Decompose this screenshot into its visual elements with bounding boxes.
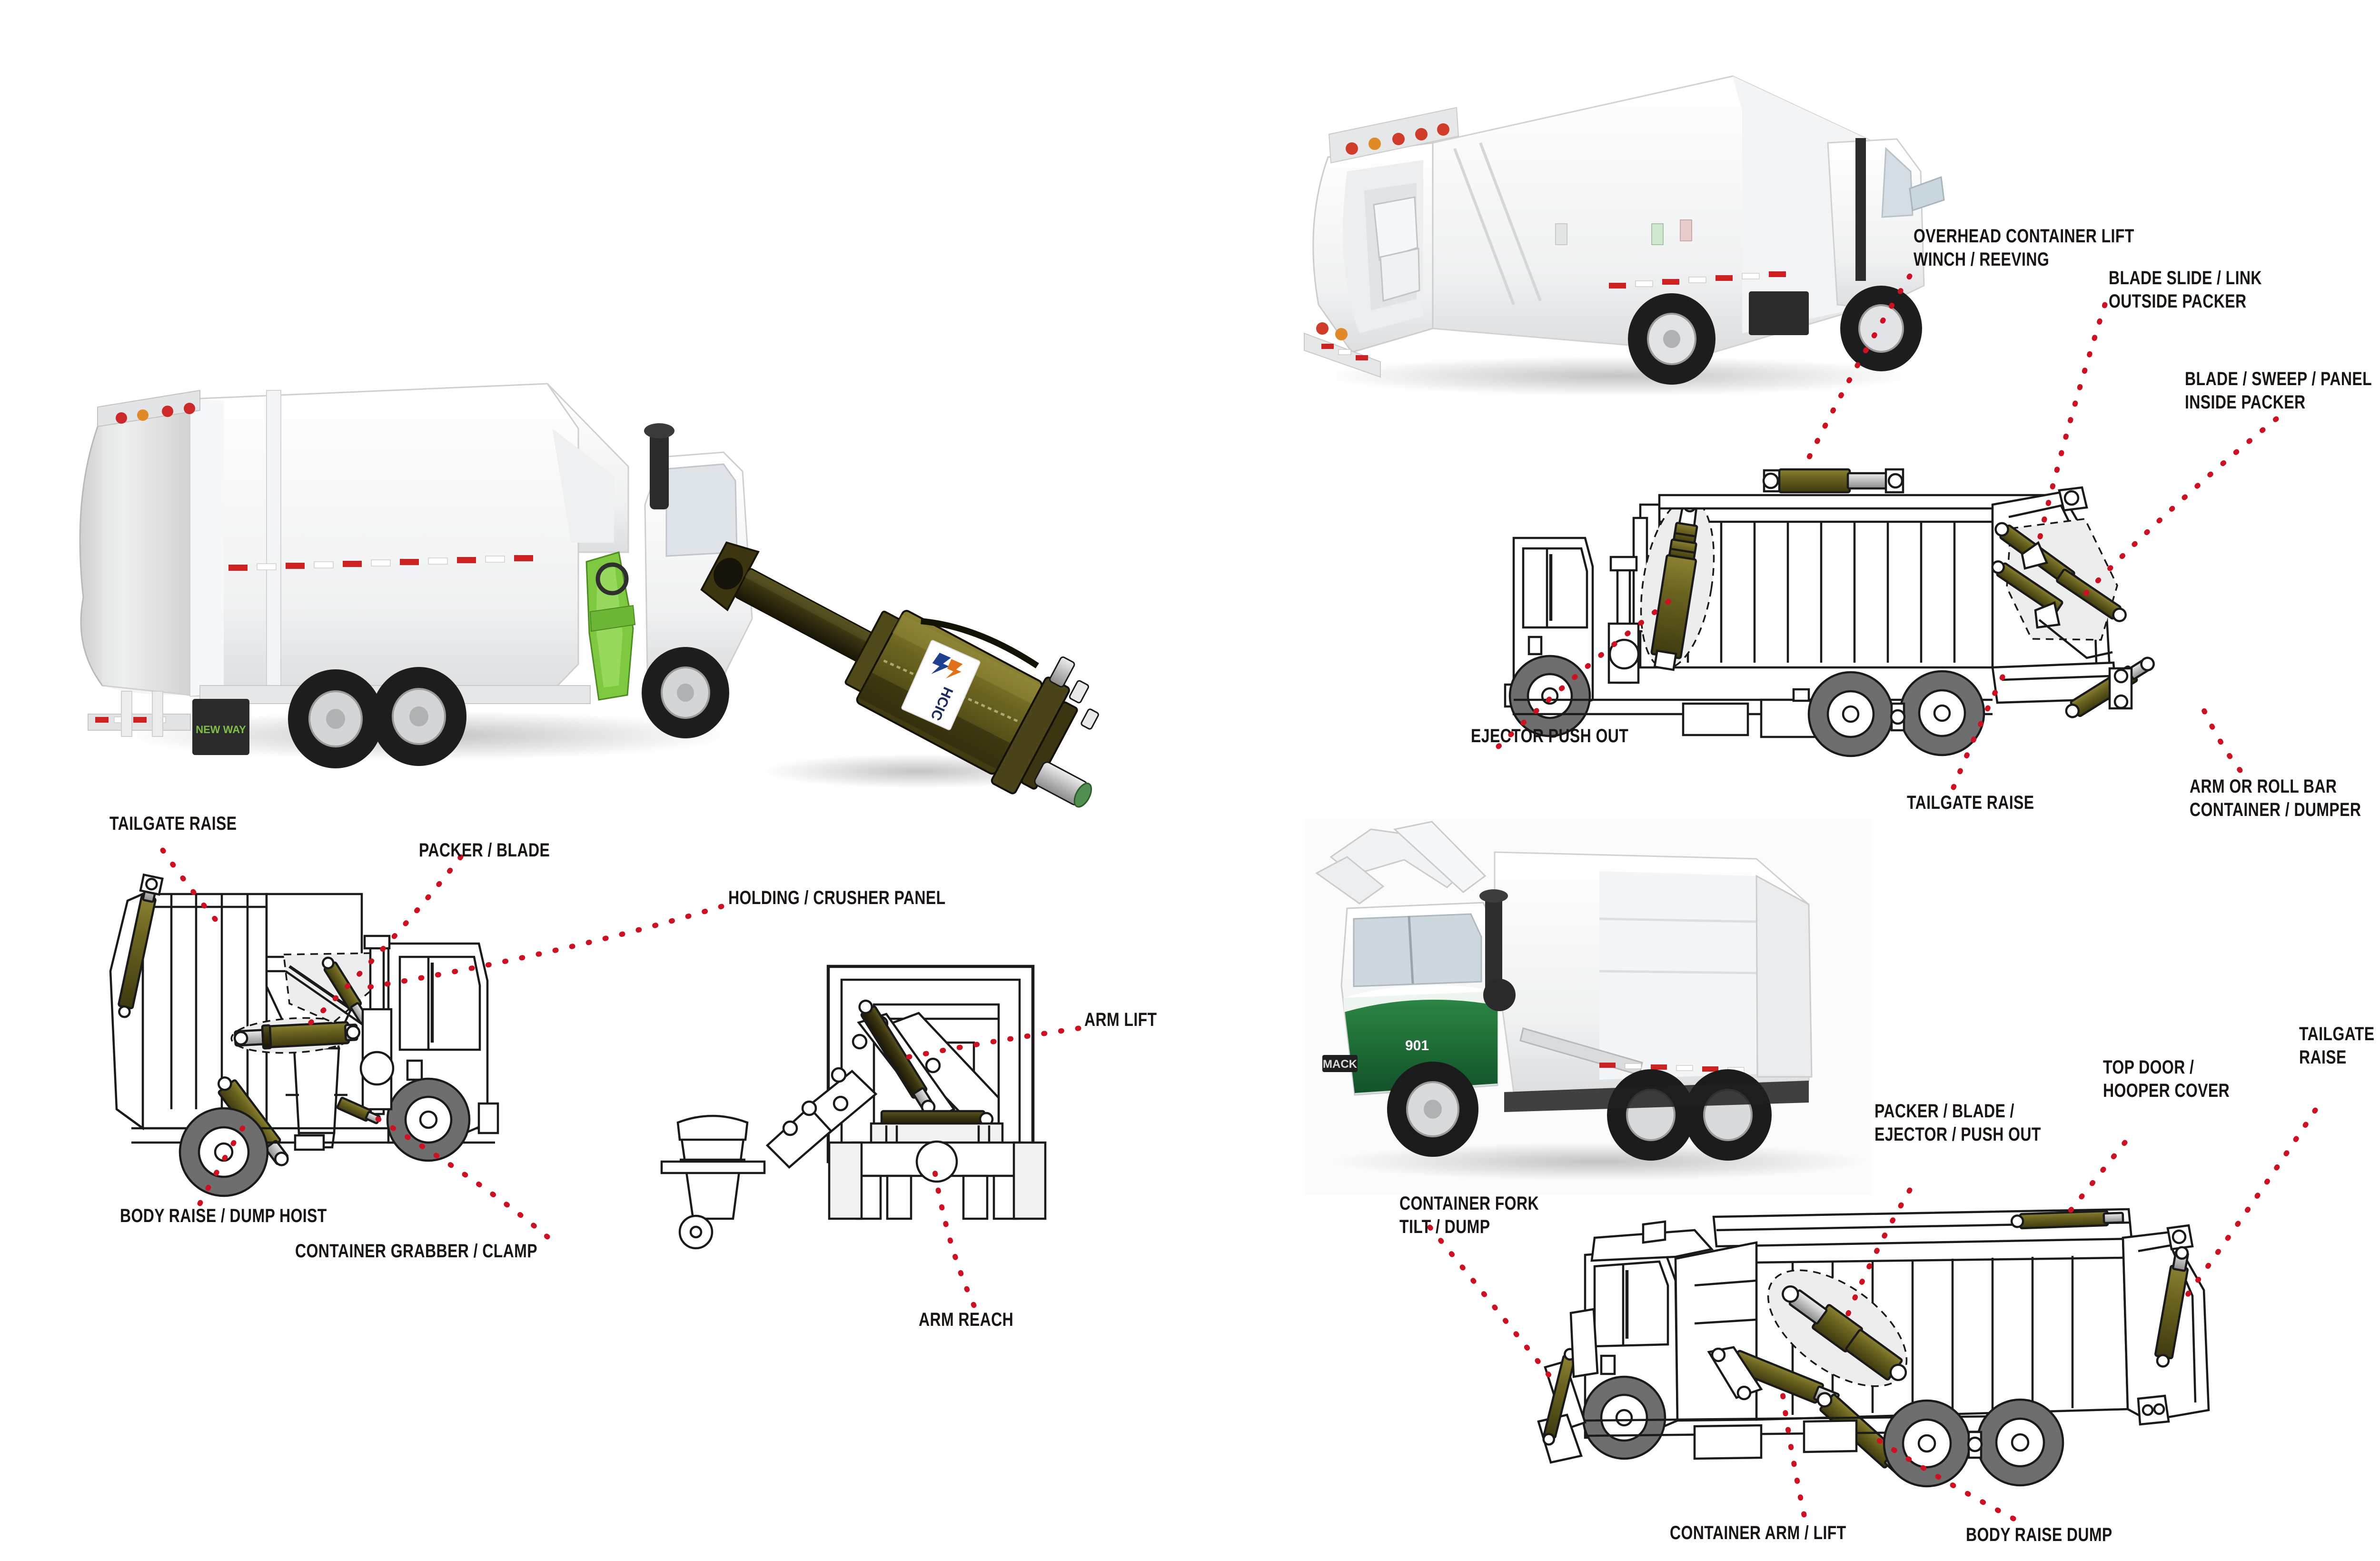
front-loader-diagram-art	[1537, 1208, 2210, 1488]
side-loader-photo-art: NEW WAY	[79, 383, 753, 768]
callout-sl-holding-crusher-panel: HOLDING / CRUSHER PANEL	[728, 887, 946, 908]
callout-rl-overhead-container-lift: OVERHEAD CONTAINER LIFT WINCH / REEVING	[1914, 226, 2134, 270]
arm-lift-assembly	[660, 964, 1047, 1250]
svg-text:901: 901	[1405, 1038, 1429, 1054]
callout-rl-tailgate-raise: TAILGATE RAISE	[1907, 792, 2034, 813]
callout-rl-blade-slide-link: BLADE SLIDE / LINK OUTSIDE PACKER	[2109, 268, 2262, 312]
rear-loader-diagram-art	[1504, 468, 2155, 757]
callout-fl-top-door-hooper-cover: TOP DOOR / HOOPER COVER	[2103, 1057, 2230, 1101]
leader-lines-rear-loader	[1496, 273, 2279, 790]
callout-sl-arm-lift: ARM LIFT	[1084, 1009, 1157, 1030]
callout-rl-arm-or-roll-bar: ARM OR ROLL BAR CONTAINER / DUMPER	[2190, 776, 2361, 820]
callout-fl-body-raise-dump: BODY RAISE DUMP	[1966, 1524, 2112, 1545]
callout-sl-arm-reach: ARM REACH	[919, 1309, 1014, 1330]
cylinder-photo-art: HCIC	[700, 541, 1099, 808]
svg-text:NEW WAY: NEW WAY	[196, 724, 246, 736]
callout-rl-ejector-push-out: EJECTOR PUSH OUT	[1471, 726, 1629, 746]
side-loader-diagram-art	[109, 873, 1047, 1250]
callout-sl-packer-blade: PACKER / BLADE	[419, 840, 550, 861]
rear-loader-photo-art	[1304, 75, 1945, 396]
callout-rl-blade-sweep-panel: BLADE / SWEEP / PANEL INSIDE PACKER	[2185, 368, 2372, 413]
callout-fl-container-arm-lift: CONTAINER ARM / LIFT	[1670, 1522, 1846, 1543]
callout-fl-packer-blade-ejector: PACKER / BLADE / EJECTOR / PUSH OUT	[1874, 1101, 2041, 1145]
callout-fl-container-fork-tilt-dump: CONTAINER FORK TILT / DUMP	[1399, 1193, 1539, 1237]
front-loader-photo-art: 901 MACK	[1305, 819, 1872, 1195]
callout-sl-container-grabber-clamp: CONTAINER GRABBER / CLAMP	[295, 1241, 537, 1262]
callout-sl-body-raise-dump-hoist: BODY RAISE / DUMP HOIST	[120, 1205, 327, 1226]
svg-text:MACK: MACK	[1323, 1058, 1358, 1071]
leader-lines-front-loader	[1427, 1107, 2318, 1521]
svg-text:HCIC: HCIC	[927, 685, 956, 723]
leader-lines-side-loader	[160, 847, 1081, 1308]
callout-fl-tailgate-raise: TAILGATE RAISE	[2299, 1024, 2375, 1068]
callout-sl-tailgate-raise: TAILGATE RAISE	[109, 813, 237, 834]
